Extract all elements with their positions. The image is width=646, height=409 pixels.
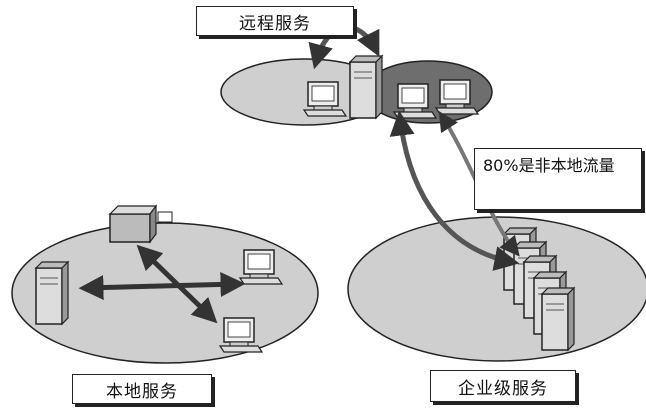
traffic-note: 80%是非本地 流量: [474, 148, 642, 210]
enterprise-services-label: 企业级服务: [430, 370, 576, 402]
remote-services-label: 远程服务: [196, 6, 354, 36]
local-services-label: 本地服务: [72, 374, 212, 404]
local-server-icon: [36, 262, 68, 324]
traffic-note-line-2: 流量: [583, 155, 615, 177]
remote-server-icon: [350, 56, 382, 118]
enterprise-server-icon-5: [542, 288, 574, 350]
enterprise-ellipse: [348, 217, 646, 361]
traffic-note-line-1: 80%是非本地: [483, 155, 583, 177]
